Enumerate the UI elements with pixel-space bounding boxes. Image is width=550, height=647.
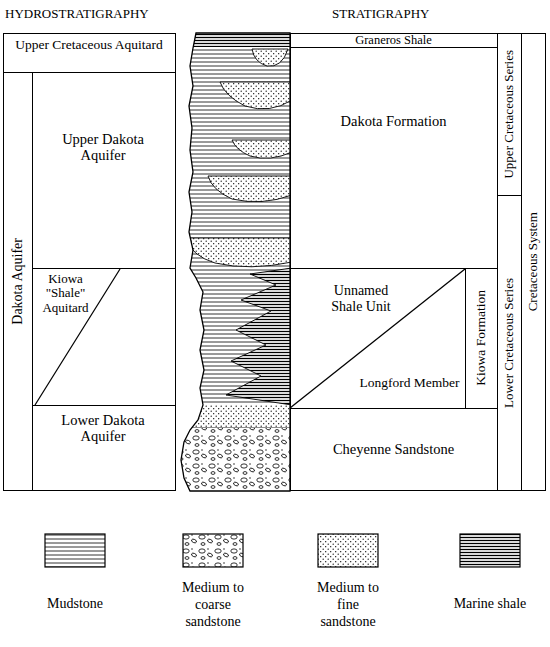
text-frame: Dakota Formation <box>291 113 496 135</box>
text-frame: Graneros Shale <box>291 34 496 46</box>
legend-item: Medium to fine sandstone <box>293 533 403 633</box>
formation-box: Cheyenne Sandstone <box>290 408 498 491</box>
vertical-unit-label: Dakota Aquifer <box>10 238 26 325</box>
column-heading: HYDROSTRATIGRAPHY <box>5 6 149 22</box>
legend-swatch <box>44 533 106 569</box>
legend-item: Mudstone <box>20 533 130 633</box>
unit-label: Kiowa "Shale" Aquitard <box>35 272 97 317</box>
text-frame: Cretaceous System <box>522 34 544 489</box>
system-strip: Cretaceous System <box>521 33 546 491</box>
text-frame: Upper Cretaceous Series <box>498 34 520 194</box>
vertical-unit-label: Kiowa Formation <box>473 290 489 386</box>
unit-label: Upper Dakota Aquifer <box>43 131 164 164</box>
formation-strip: Kiowa Formation <box>465 268 498 409</box>
unit-label: Dakota Formation <box>341 113 447 130</box>
member-box: Unnamed Shale UnitLongford Member <box>290 268 466 409</box>
legend-item: Marine shale <box>435 533 545 633</box>
text-frame: Upper Cretaceous Aquitard <box>6 37 172 59</box>
facies-boundary <box>290 269 465 408</box>
formation-box: Dakota Formation <box>290 47 498 269</box>
text-frame: Longford Member <box>355 375 464 397</box>
unit-label: Unnamed Shale Unit <box>321 283 401 315</box>
unit-label: Upper Cretaceous Aquitard <box>15 37 163 53</box>
series-strip: Lower Cretaceous Series <box>497 195 522 491</box>
facies-boundary <box>35 269 120 405</box>
text-frame: Cheyenne Sandstone <box>291 441 496 463</box>
aquifer-box: Upper Dakota Aquifer <box>32 72 176 269</box>
text-frame: Kiowa "Shale" Aquitard <box>35 272 97 332</box>
text-frame: Dakota Aquifer <box>4 73 32 489</box>
aquitard-box: Kiowa "Shale" Aquitard <box>32 268 176 406</box>
formation-box: Graneros Shale <box>290 33 498 48</box>
legend-text: Marine shale <box>440 596 540 613</box>
unit-label: Cheyenne Sandstone <box>333 441 454 458</box>
legend-swatch <box>317 533 379 569</box>
aquitard-box: Upper Cretaceous Aquitard <box>3 33 176 73</box>
text-frame: Unnamed Shale Unit <box>321 283 401 323</box>
legend-text: Medium to coarse sandstone <box>175 580 251 630</box>
legend-swatch <box>459 533 521 569</box>
legend-item: Medium to coarse sandstone <box>158 533 268 633</box>
text-frame: Lower Dakota Aquifer <box>43 412 164 462</box>
aquifer-box: Lower Dakota Aquifer <box>32 405 176 491</box>
vertical-unit-label: Lower Cretaceous Series <box>502 278 517 408</box>
column-heading: STRATIGRAPHY <box>332 6 430 22</box>
text-frame: Kiowa Formation <box>466 269 496 407</box>
legend-text: Mudstone <box>25 596 125 613</box>
text-frame: Upper Dakota Aquifer <box>43 131 164 181</box>
legend-text: Medium to fine sandstone <box>310 580 386 630</box>
series-strip: Upper Cretaceous Series <box>497 33 522 196</box>
text-frame: Lower Cretaceous Series <box>498 196 520 489</box>
vertical-unit-label: Cretaceous System <box>526 212 541 311</box>
unit-label: Graneros Shale <box>355 34 432 47</box>
legend-swatch <box>182 533 244 569</box>
aquifer-group-box: Dakota Aquifer Upper Dakota AquiferKiowa … <box>3 72 176 491</box>
unit-label: Longford Member <box>359 375 459 391</box>
vertical-unit-label: Upper Cretaceous Series <box>502 50 517 179</box>
unit-label: Lower Dakota Aquifer <box>43 412 164 445</box>
